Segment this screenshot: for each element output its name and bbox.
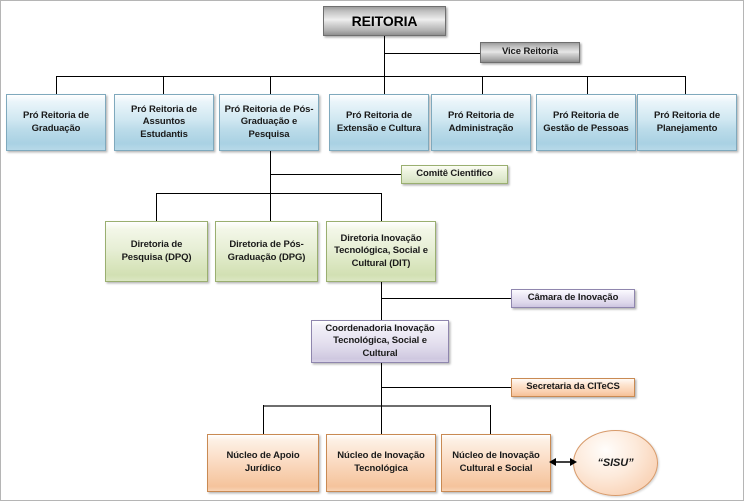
connector-drop-dir-inovacao xyxy=(381,193,382,221)
node-pro-reitoria-assuntos-estudantis[interactable]: Pró Reitoria de Assuntos Estudantis xyxy=(114,94,214,151)
connector-dit-to-camara xyxy=(381,298,512,299)
node-pro-reitoria-pos-graduacao-pesquisa[interactable]: Pró Reitoria de Pós-Graduação e Pesquisa xyxy=(219,94,319,151)
node-nucleo-apoio-juridico[interactable]: Núcleo de Apoio Jurídico xyxy=(207,434,319,492)
node-nucleo-inovacao-cultural-social-label: Núcleo de Inovação Cultural e Social xyxy=(452,450,540,474)
connector-drop-planejamento xyxy=(685,76,686,94)
node-pro-reitoria-extensao-cultura[interactable]: Pró Reitoria de Extensão e Cultura xyxy=(329,94,429,151)
connector-diretoria-bus xyxy=(156,193,381,194)
connector-drop-assuntos xyxy=(163,76,164,94)
node-diretoria-pos-graduacao-label: Diretoria de Pós-Graduação (DPG) xyxy=(227,238,306,263)
node-coordenadoria-citecs-label: Coordenadoria Inovação Tecnológica, Soci… xyxy=(325,322,435,359)
connector-dit-stem xyxy=(381,282,382,320)
connector-reitoria-stem xyxy=(384,36,385,76)
node-pro-reitoria-assuntos-estudantis-label: Pró Reitoria de Assuntos Estudantis xyxy=(130,103,198,140)
node-nucleo-inovacao-tecnologica-label: Núcleo de Inovação Tecnológica xyxy=(337,450,425,474)
node-vice-reitoria[interactable]: Vice Reitoria xyxy=(480,42,580,63)
node-pro-reitoria-planejamento-label: Pró Reitoria de Planejamento xyxy=(653,109,721,134)
node-secretaria-citecs-label: Secretaria da CITeCS xyxy=(526,381,620,393)
connector-pos-to-comite xyxy=(270,174,402,175)
connector-coordenadoria-to-secretaria xyxy=(381,387,512,388)
node-coordenadoria-citecs[interactable]: Coordenadoria Inovação Tecnológica, Soci… xyxy=(311,320,449,363)
connector-drop-gestao xyxy=(587,76,588,94)
connector-drop-graduacao xyxy=(56,76,57,94)
connector-drop-nucleo-tecnologica xyxy=(381,405,382,443)
bidirectional-arrow-icon xyxy=(549,458,577,466)
node-pro-reitoria-graduacao[interactable]: Pró Reitoria de Graduação xyxy=(6,94,106,151)
connector-drop-dir-pesquisa xyxy=(156,193,157,221)
connector-pos-stem xyxy=(270,151,271,221)
node-diretoria-inovacao-dit[interactable]: Diretoria Inovação Tecnológica, Social e… xyxy=(326,221,436,282)
node-reitoria[interactable]: REITORIA xyxy=(323,6,446,36)
node-diretoria-pos-graduacao[interactable]: Diretoria de Pós-Graduação (DPG) xyxy=(215,221,318,282)
node-reitoria-label: REITORIA xyxy=(351,12,418,29)
node-pro-reitoria-administracao[interactable]: Pró Reitoria de Administração xyxy=(431,94,531,151)
node-pro-reitoria-graduacao-label: Pró Reitoria de Graduação xyxy=(22,109,90,134)
node-vice-reitoria-label: Vice Reitoria xyxy=(501,46,559,58)
connector-drop-pos xyxy=(270,76,271,94)
node-pro-reitoria-planejamento[interactable]: Pró Reitoria de Planejamento xyxy=(637,94,737,151)
node-nucleo-inovacao-tecnologica[interactable]: Núcleo de Inovação Tecnológica xyxy=(326,434,436,492)
node-pro-reitoria-gestao-pessoas[interactable]: Pró Reitoria de Gestão de Pessoas xyxy=(536,94,636,151)
node-camara-inovacao-label: Câmara de Inovação xyxy=(527,292,619,304)
connector-drop-extensao xyxy=(384,76,385,94)
node-camara-inovacao[interactable]: Câmara de Inovação xyxy=(511,289,635,308)
node-pro-reitoria-extensao-cultura-label: Pró Reitoria de Extensão e Cultura xyxy=(336,109,422,134)
node-pro-reitoria-pos-graduacao-pesquisa-label: Pró Reitoria de Pós-Graduação e Pesquisa xyxy=(224,103,314,140)
node-nucleo-apoio-juridico-label: Núcleo de Apoio Jurídico xyxy=(226,450,300,474)
node-pro-reitoria-gestao-pessoas-label: Pró Reitoria de Gestão de Pessoas xyxy=(543,109,629,134)
node-sisu-label: “SISU” xyxy=(597,456,634,469)
node-comite-cientifico[interactable]: Comitê Cientifico xyxy=(401,165,508,184)
node-diretoria-pesquisa-label: Diretoria de Pesquisa (DPQ) xyxy=(121,238,192,263)
connector-pro-reitoria-bus xyxy=(56,76,685,77)
node-pro-reitoria-administracao-label: Pró Reitoria de Administração xyxy=(447,109,515,134)
connector-coordenadoria-stem xyxy=(381,363,382,443)
connector-drop-nucleo-cultural xyxy=(490,405,491,443)
node-sisu[interactable]: “SISU” xyxy=(573,430,658,496)
connector-reitoria-to-vice xyxy=(384,53,482,54)
node-comite-cientifico-label: Comitê Cientifico xyxy=(416,168,493,180)
node-diretoria-pesquisa[interactable]: Diretoria de Pesquisa (DPQ) xyxy=(105,221,208,282)
node-nucleo-inovacao-cultural-social[interactable]: Núcleo de Inovação Cultural e Social xyxy=(441,434,551,492)
node-diretoria-inovacao-dit-label: Diretoria Inovação Tecnológica, Social e… xyxy=(334,232,428,269)
connector-drop-administracao xyxy=(482,76,483,94)
connector-nucleo-bus xyxy=(263,405,490,407)
connector-drop-nucleo-juridico xyxy=(263,405,264,443)
node-secretaria-citecs[interactable]: Secretaria da CITeCS xyxy=(511,378,635,397)
connector-drop-dir-pos xyxy=(270,193,271,221)
